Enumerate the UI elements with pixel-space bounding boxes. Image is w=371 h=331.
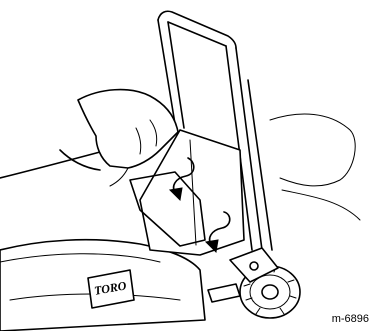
foot-pedal [208, 284, 240, 302]
handle-frame-top-inner [168, 22, 226, 46]
figure-reference-code: m-6896 [332, 313, 369, 325]
grass-outline-2 [282, 190, 360, 220]
grass-outline [270, 114, 355, 186]
bracket-bolt [250, 262, 258, 270]
ground-line [0, 152, 100, 178]
